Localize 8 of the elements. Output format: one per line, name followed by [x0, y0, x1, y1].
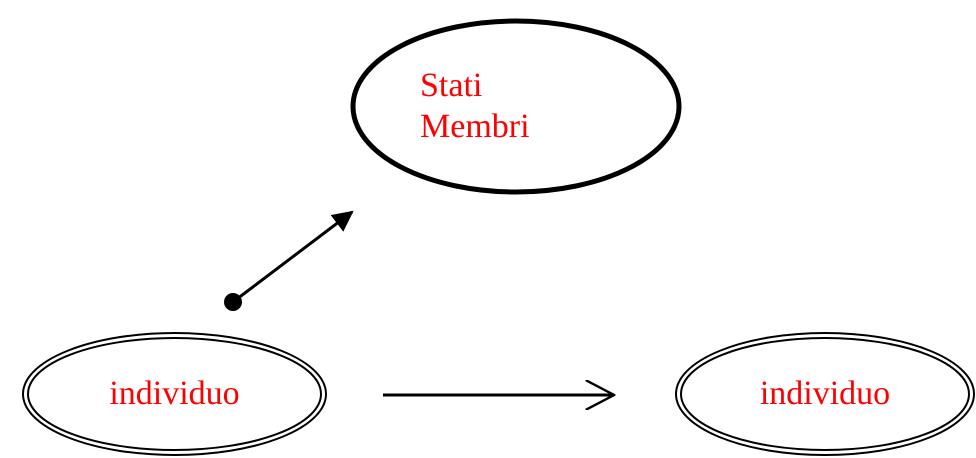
node-label: individuo: [760, 374, 890, 414]
arrow: [224, 210, 354, 311]
ellipse-node: [675, 332, 975, 456]
node-label: individuo: [109, 374, 240, 414]
ellipse-node: [350, 18, 682, 195]
arrow: [383, 378, 616, 412]
node-label: Stati Membri: [420, 66, 531, 146]
ellipse-node: [22, 332, 327, 456]
